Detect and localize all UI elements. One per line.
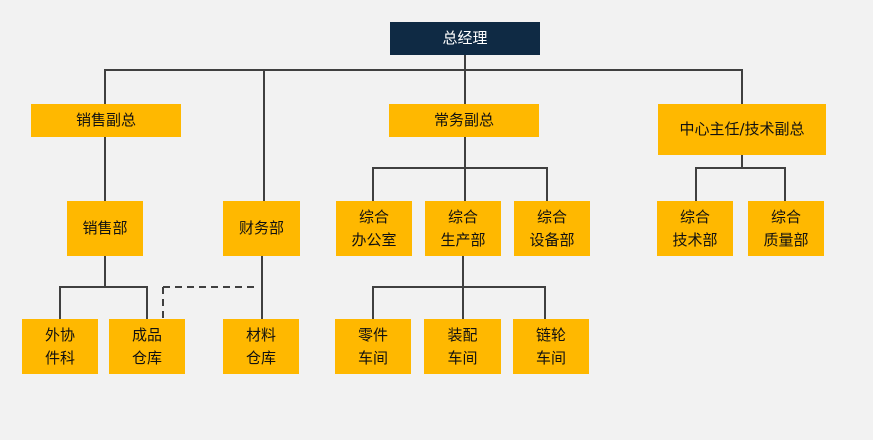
node-assembly-workshop: 装配 车间: [424, 319, 501, 374]
node-general-tech: 综合 技术部: [657, 201, 733, 256]
node-general-manager: 总经理: [390, 22, 540, 55]
node-sales-dept: 销售部: [67, 201, 143, 256]
node-tech-vp: 中心主任/技术副总: [658, 104, 826, 155]
node-finished-warehouse: 成品 仓库: [109, 319, 185, 374]
node-finance-dept: 财务部: [223, 201, 300, 256]
node-general-quality: 综合 质量部: [748, 201, 824, 256]
node-parts-workshop: 零件 车间: [335, 319, 411, 374]
node-general-office: 综合 办公室: [336, 201, 412, 256]
node-executive-vp: 常务副总: [389, 104, 539, 137]
node-sales-vp: 销售副总: [31, 104, 181, 137]
node-outsourced-parts: 外协 件科: [22, 319, 98, 374]
node-general-equipment: 综合 设备部: [514, 201, 590, 256]
node-material-warehouse: 材料 仓库: [223, 319, 299, 374]
node-sprocket-workshop: 链轮 车间: [513, 319, 589, 374]
node-general-production: 综合 生产部: [425, 201, 501, 256]
